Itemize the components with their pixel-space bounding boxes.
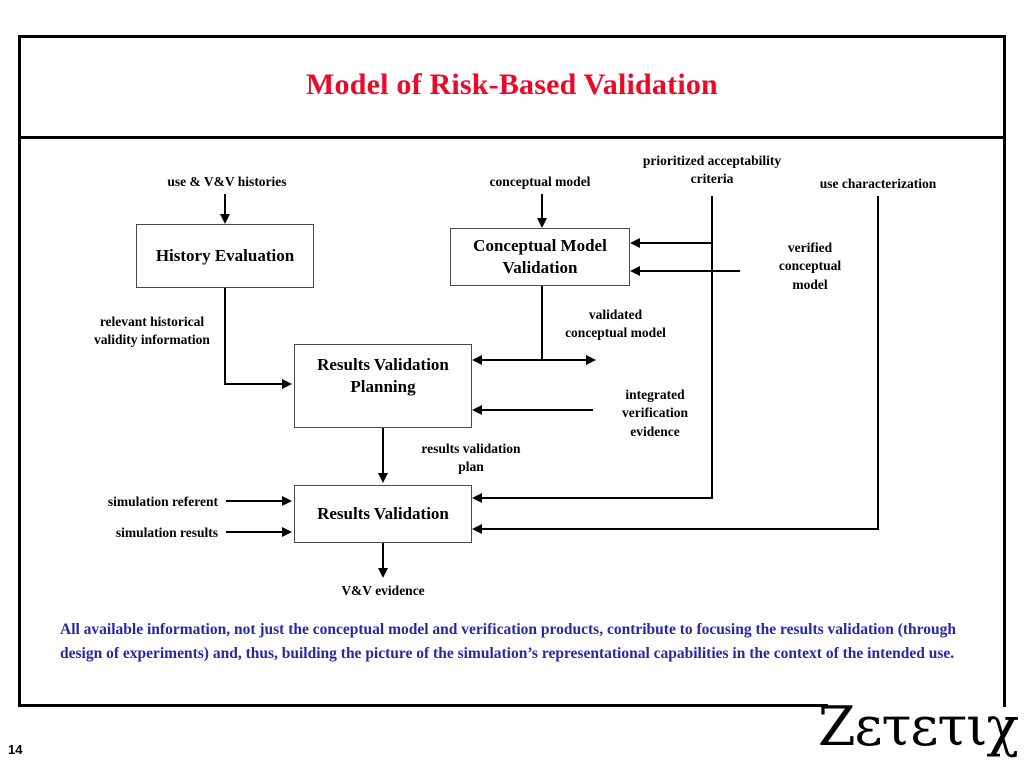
connector-use-characterization-to-rv	[482, 528, 879, 530]
zetetix-logo: Ζετετιχ	[818, 695, 1019, 758]
frame-right-border	[1003, 35, 1006, 707]
connector-conceptual-model-stem	[541, 194, 543, 220]
frame-bottom-border	[18, 704, 828, 707]
frame-left-border	[18, 35, 21, 707]
connector-history-down	[224, 288, 226, 384]
connector-criteria-to-results-validation	[482, 497, 713, 499]
connector-simulation-referent	[226, 500, 284, 502]
connector-simulation-results	[226, 531, 284, 533]
arrowhead-right-simulation-referent	[282, 496, 292, 506]
frame-top-border	[18, 35, 1006, 38]
connector-histories-to-history-stem	[224, 194, 226, 216]
label-prioritized-acceptability-criteria: prioritized acceptability criteria	[642, 153, 782, 187]
label-simulation-results: simulation results	[115, 525, 218, 540]
arrowhead-left-criteria-to-cmv	[630, 238, 640, 248]
page-number: 14	[8, 742, 23, 757]
arrowhead-down-results-validation-plan	[378, 473, 388, 483]
connector-criteria-spine	[711, 196, 713, 498]
label-use-characterization: use characterization	[819, 176, 937, 191]
arrowhead-down-conceptual-model	[537, 218, 547, 228]
label-vv-evidence: V&V evidence	[341, 583, 425, 598]
arrowhead-left-verified-conceptual-model	[630, 266, 640, 276]
arrowhead-left-use-characterization	[472, 524, 482, 534]
box-conceptual-model-validation[interactable]: Conceptual Model Validation	[450, 228, 630, 286]
label-relevant-historical-validity-information: relevant historical validity information	[94, 314, 210, 348]
box-results-validation-planning[interactable]: Results Validation Planning	[294, 344, 472, 428]
connector-integrated-verification-evidence	[482, 409, 593, 411]
connector-rv-to-vv-evidence	[382, 543, 384, 571]
box-results-validation[interactable]: Results Validation	[294, 485, 472, 543]
slide-caption: All available information, not just the …	[60, 621, 957, 663]
arrowhead-right-validated-conceptual-model	[586, 355, 596, 365]
connector-history-right	[224, 383, 284, 385]
title-separator	[18, 136, 1006, 139]
page-title: Model of Risk-Based Validation	[306, 68, 718, 101]
arrowhead-left-integrated-verification-evidence	[472, 405, 482, 415]
label-verified-conceptual-model: verified conceptual model	[778, 240, 842, 292]
connector-verified-conceptual-model	[640, 270, 740, 272]
arrowhead-down-vv-evidence	[378, 568, 388, 578]
arrowhead-right-simulation-results	[282, 527, 292, 537]
connector-criteria-to-cmv	[640, 242, 712, 244]
connector-cmv-down	[541, 286, 543, 360]
label-conceptual-model: conceptual model	[489, 174, 591, 189]
arrowhead-down-histories	[220, 214, 230, 224]
connector-use-characterization-spine	[877, 196, 879, 530]
box-history-evaluation[interactable]: History Evaluation	[136, 224, 314, 288]
label-validated-conceptual-model: validated conceptual model	[565, 307, 666, 341]
label-simulation-referent: simulation referent	[107, 494, 218, 509]
connector-cmv-to-rvp	[482, 359, 588, 361]
label-use-vv-histories: use & V&V histories	[167, 174, 287, 189]
label-results-validation-plan: results validation plan	[421, 441, 521, 475]
arrowhead-left-validated-conceptual-model	[472, 355, 482, 365]
arrowhead-right-history-to-rvp	[282, 379, 292, 389]
arrowhead-left-criteria-to-rv	[472, 493, 482, 503]
label-integrated-verification-evidence: integrated verification evidence	[622, 387, 688, 439]
connector-rvp-to-rv	[382, 428, 384, 475]
